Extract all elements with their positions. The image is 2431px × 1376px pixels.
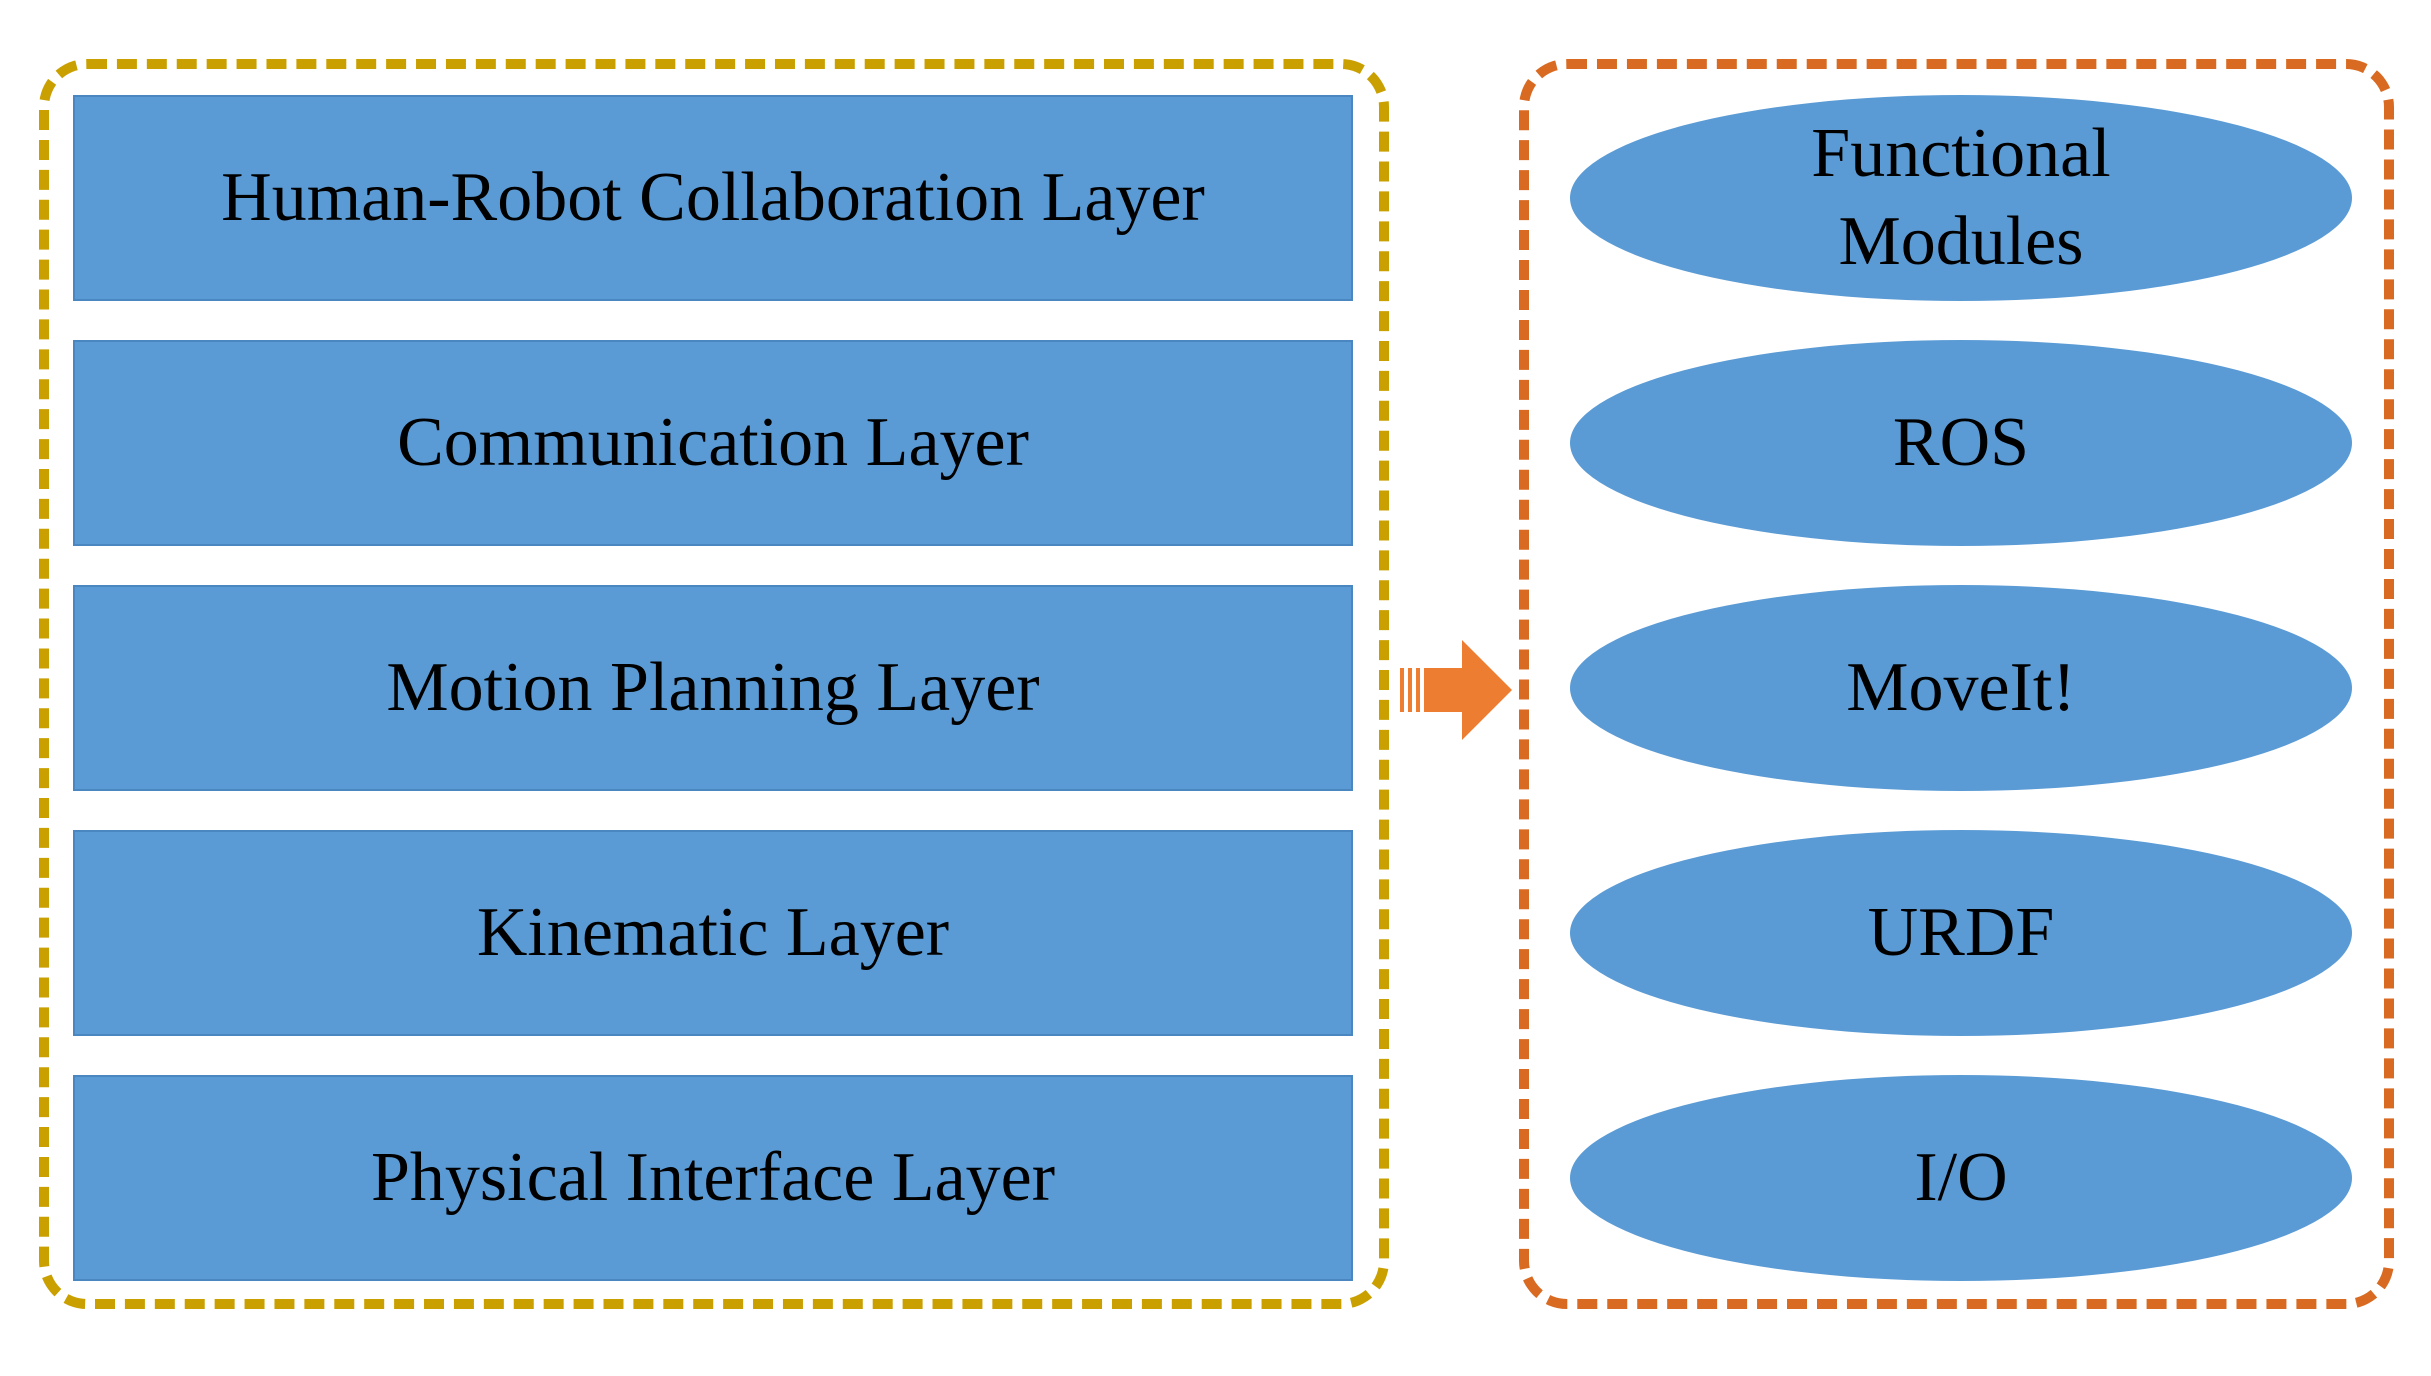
modules-group-frame [1519, 59, 2394, 1309]
layer-communication: Communication Layer [73, 340, 1353, 546]
module-moveit: MoveIt! [1570, 585, 2352, 791]
layer-kinematic: Kinematic Layer [73, 830, 1353, 1036]
layer-human-robot-collaboration: Human-Robot Collaboration Layer [73, 95, 1353, 301]
module-label-line-2: Modules [1838, 203, 2084, 280]
module-ros: ROS [1570, 340, 2352, 546]
module-functional-modules: Functional Modules [1570, 95, 2352, 301]
layers-group-frame [39, 59, 1389, 1309]
layer-label: Physical Interface Layer [370, 1139, 1056, 1216]
layer-physical-interface: Physical Interface Layer [73, 1075, 1353, 1281]
module-urdf: URDF [1570, 830, 2352, 1036]
module-label-group: Functional Modules [1811, 110, 2110, 286]
module-label: MoveIt! [1846, 649, 2076, 726]
layer-label: Motion Planning Layer [386, 649, 1040, 726]
layer-label: Kinematic Layer [476, 894, 950, 971]
module-label: I/O [1914, 1139, 2008, 1216]
module-io: I/O [1570, 1075, 2352, 1281]
module-label: URDF [1867, 894, 2055, 971]
module-label-line-1: Functional [1811, 115, 2111, 192]
layer-label: Human-Robot Collaboration Layer [221, 159, 1205, 236]
right-arrow-icon [1400, 640, 1512, 740]
layer-motion-planning: Motion Planning Layer [73, 585, 1353, 791]
module-label: ROS [1892, 404, 2030, 481]
layer-label: Communication Layer [397, 404, 1029, 481]
